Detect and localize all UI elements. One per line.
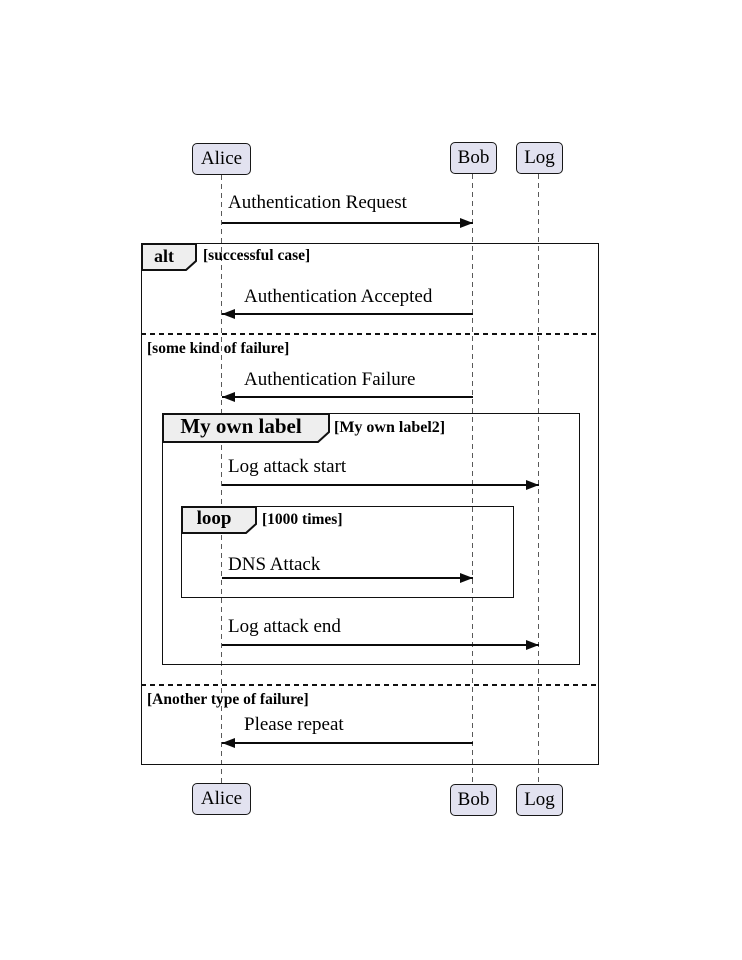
message-label-authentication-accepted: Authentication Accepted (244, 286, 433, 307)
message-label-authentication-failure: Authentication Failure (244, 369, 416, 390)
lifeline-bob (472, 174, 474, 784)
loop-frame-tab: loop (181, 506, 257, 534)
actor-label-alice: Alice (200, 787, 243, 809)
actor-box-log-bottom: Log (516, 784, 563, 816)
arrowhead-right-icon (526, 640, 539, 650)
alt-keyword: alt (154, 245, 174, 266)
pentagon-tab-shape (181, 506, 257, 534)
message-arrow-dns-attack (222, 577, 473, 579)
actor-label-bob: Bob (457, 146, 490, 168)
pentagon-tab-shape (162, 413, 330, 443)
arrowhead-right-icon (526, 480, 539, 490)
message-label-log-attack-end: Log attack end (228, 616, 341, 637)
pentagon-tab-shape (141, 243, 197, 271)
group-frame (162, 413, 580, 665)
message-arrow-authentication-request (222, 222, 473, 224)
message-arrow-authentication-failure (222, 396, 473, 398)
group-frame-tab: My own label (162, 413, 330, 443)
guard-some-kind-of-failure: [some kind of failure] (147, 340, 290, 357)
message-label-dns-attack: DNS Attack (228, 554, 321, 575)
actor-box-bob-top: Bob (450, 142, 497, 174)
guard-my-own-label2: [My own label2] (334, 419, 446, 436)
message-label-log-attack-start: Log attack start (228, 456, 347, 477)
actor-box-alice-bottom: Alice (192, 783, 251, 815)
arrowhead-right-icon (460, 218, 473, 228)
arrowhead-left-icon (222, 309, 235, 319)
actor-label-log: Log (524, 788, 555, 810)
arrowhead-left-icon (222, 738, 235, 748)
message-arrow-log-attack-end (222, 644, 539, 646)
message-arrow-authentication-accepted (222, 313, 473, 315)
lifeline-log (538, 174, 540, 784)
guard-another-type-of-failure: [Another type of failure] (147, 691, 309, 708)
arrowhead-right-icon (460, 573, 473, 583)
actor-label-bob: Bob (457, 788, 490, 810)
lifeline-alice (221, 175, 223, 783)
group-keyword: My own label (180, 414, 302, 438)
alt-divider-1 (141, 333, 599, 335)
alt-frame-tab: alt (141, 243, 197, 271)
loop-frame (181, 506, 514, 598)
alt-divider-2 (141, 684, 599, 686)
actor-label-log: Log (524, 146, 555, 168)
actor-box-bob-bottom: Bob (450, 784, 497, 816)
guard-successful-case: [successful case] (203, 247, 311, 264)
message-label-authentication-request: Authentication Request (228, 192, 407, 213)
actor-label-alice: Alice (200, 147, 243, 169)
arrowhead-left-icon (222, 392, 235, 402)
message-label-please-repeat: Please repeat (244, 714, 344, 735)
message-arrow-log-attack-start (222, 484, 539, 486)
actor-box-log-top: Log (516, 142, 563, 174)
guard-1000-times: [1000 times] (262, 511, 343, 528)
loop-keyword: loop (196, 508, 232, 529)
message-arrow-please-repeat (222, 742, 473, 744)
actor-box-alice-top: Alice (192, 143, 251, 175)
alt-frame (141, 243, 599, 765)
